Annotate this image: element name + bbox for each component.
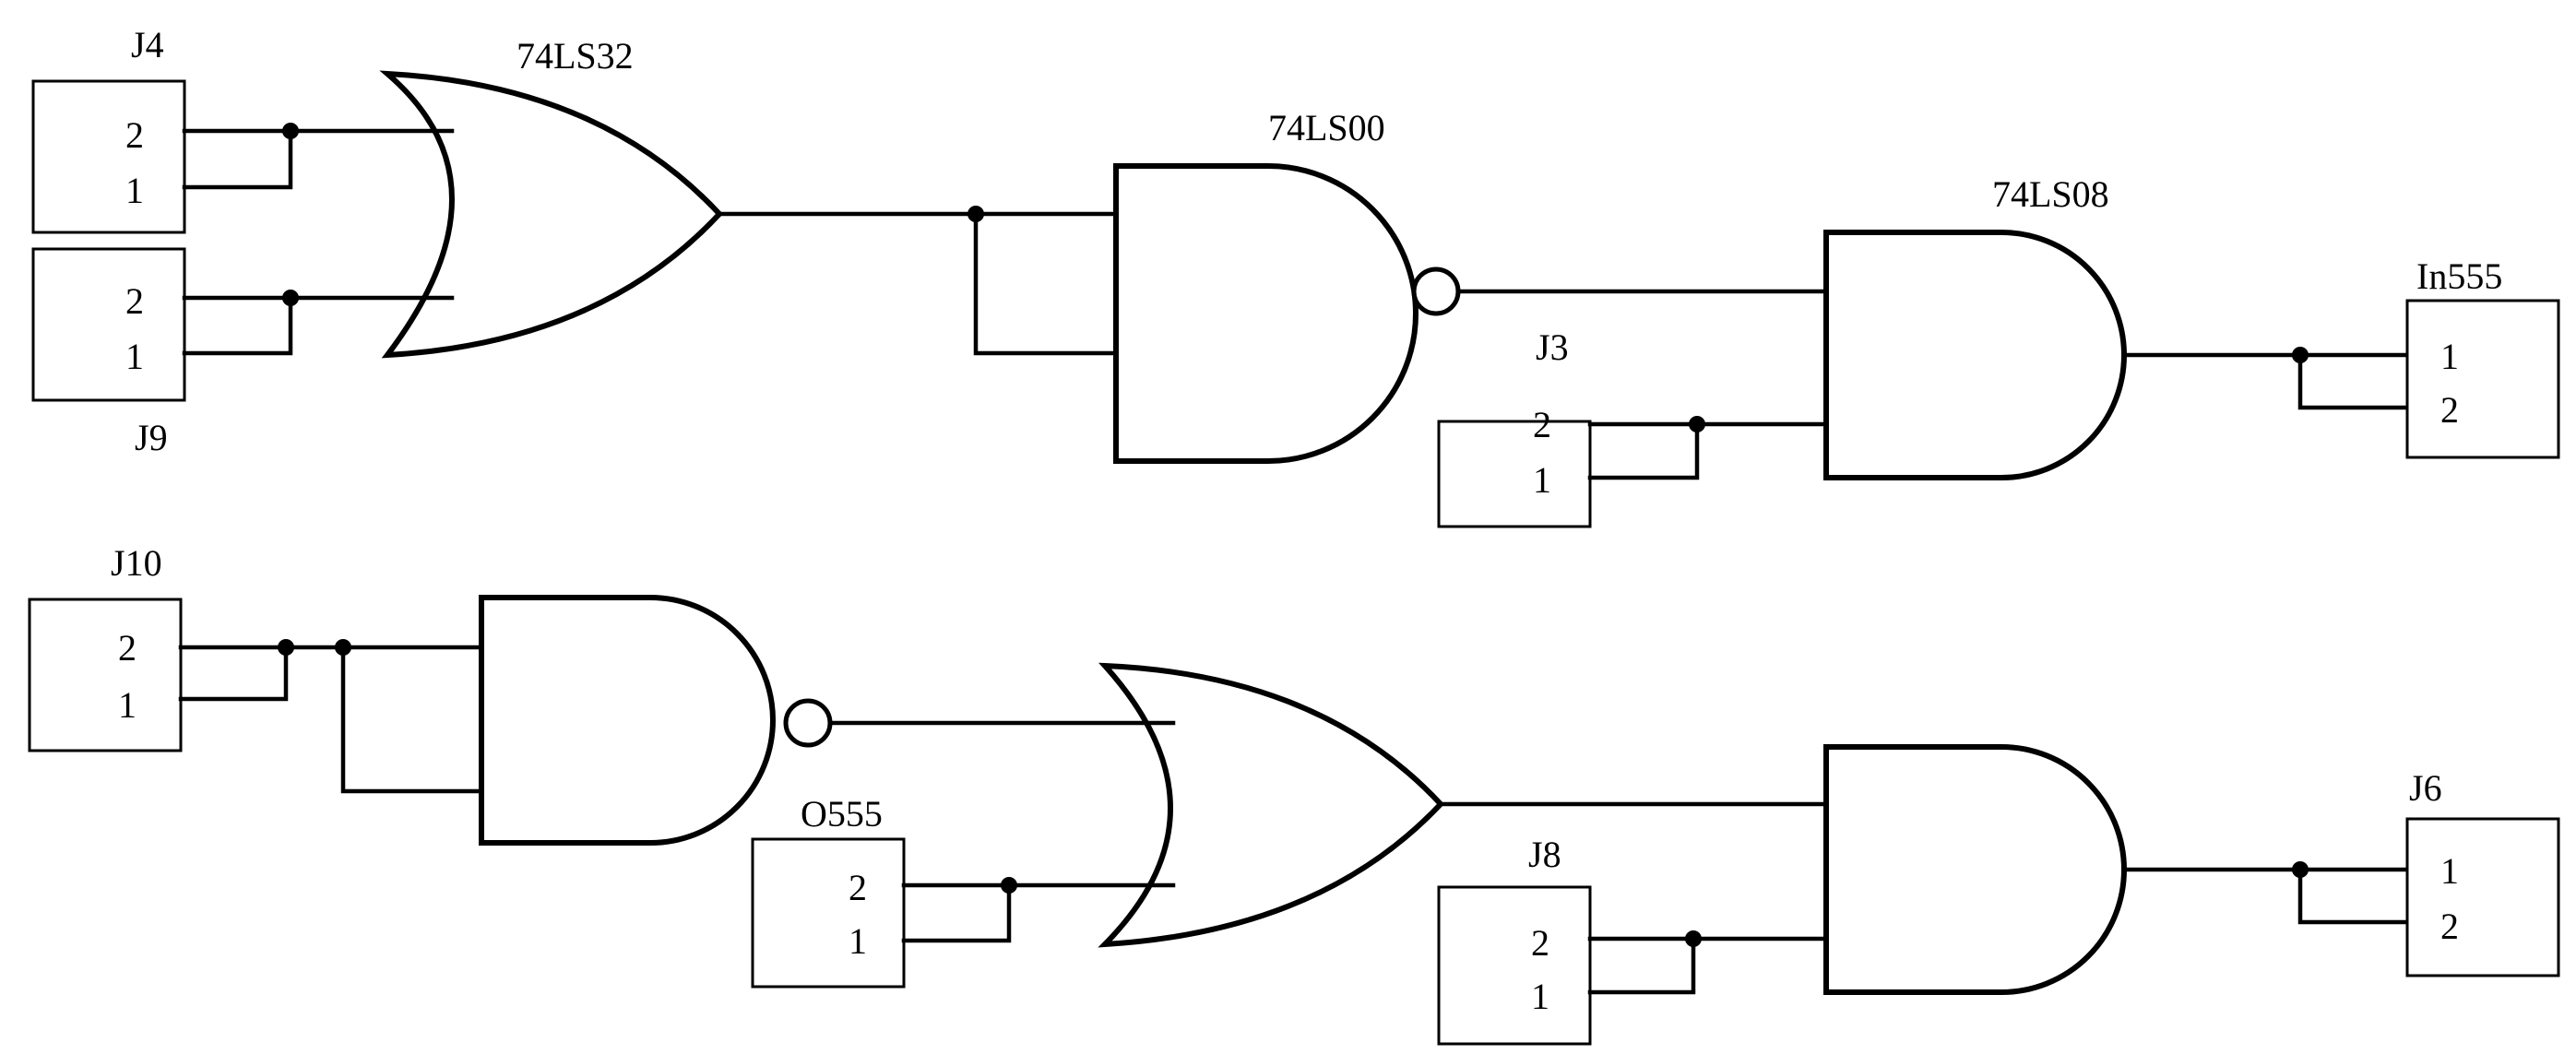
connector-in555-pin-bottom: 2 [2440,389,2459,431]
wires-j3-to-and [1587,416,1829,480]
connector-j6-box [2405,817,2560,977]
junction-dot [278,639,294,656]
connector-j9-label: J9 [135,417,168,458]
connector-in555-pin-top: 1 [2440,336,2459,377]
connector-j3-box [1437,420,1592,528]
junction-dot [282,290,299,306]
junction-dot [1685,930,1702,947]
connector-j3-pin-bottom: 1 [1533,459,1551,501]
and-gate-bottom [1823,744,2127,995]
junction-dot [1689,416,1705,432]
junction-dot [1001,877,1017,894]
wires-or-to-nand [717,206,1119,356]
connector-j8: J8 2 1 [1437,834,1592,1046]
nand-gate-bottom [479,595,833,846]
connector-in555-box [2405,299,2560,459]
nand-gate-74ls00-label: 74LS00 [1268,107,1385,148]
wires-j8-to-and [1587,930,1829,995]
wires-j10-to-nand [178,639,484,794]
connector-j8-pin-bottom: 1 [1531,976,1549,1017]
wires-o555-to-or [901,877,1176,943]
nand-inversion-bubble [783,698,833,748]
connector-o555-box [751,837,906,989]
connector-j6-pin-top: 1 [2440,850,2459,892]
connector-j9-box [31,247,186,402]
connector-j3-label: J3 [1536,326,1569,368]
connector-o555-pin-top: 2 [849,867,867,908]
connector-o555-label: O555 [801,793,883,835]
connector-o555-pin-bottom: 1 [849,920,867,962]
connector-j8-pin-top: 2 [1531,922,1549,964]
junction-dot [282,123,299,139]
connector-j4-box [31,79,186,234]
wires-and-to-j6 [2121,861,2410,925]
or-gate-bottom [1098,662,1445,948]
wires-and-to-in555 [2121,347,2410,410]
connector-j6: J6 1 2 [2405,767,2560,977]
connector-j3: J3 2 1 [1437,326,1592,528]
connector-j8-box [1437,885,1592,1046]
connector-in555: In555 1 2 [2405,255,2560,459]
connector-j9-pin-top: 2 [125,280,144,322]
connector-j10: J10 2 1 [28,542,183,752]
connector-j9: J9 2 1 [31,247,186,458]
nand-gate-74ls00: 74LS00 [1113,107,1461,464]
connector-j6-pin-bottom: 2 [2440,906,2459,947]
nand-inversion-bubble [1411,266,1461,316]
connector-j3-pin-top: 2 [1533,404,1551,445]
connector-j9-pin-bottom: 1 [125,336,144,377]
or-gate-74ls32-label: 74LS32 [516,35,634,77]
connector-j10-box [28,598,183,752]
connector-j10-label: J10 [111,542,162,584]
connector-j10-pin-bottom: 1 [118,684,137,726]
and-gate-74ls08-label: 74LS08 [1992,173,2109,215]
connector-j4-label: J4 [131,24,164,65]
connector-j6-label: J6 [2409,767,2442,809]
connector-j4-pin-top: 2 [125,114,144,156]
connector-o555: O555 2 1 [751,793,906,989]
and-gate-74ls08: 74LS08 [1823,173,2127,480]
connector-j8-label: J8 [1528,834,1561,875]
or-gate-74ls32: 74LS32 [379,35,724,359]
connector-j4-pin-bottom: 1 [125,170,144,211]
connector-in555-label: In555 [2416,255,2502,297]
connector-j10-pin-top: 2 [118,627,137,669]
connector-j4: J4 2 1 [31,24,186,234]
